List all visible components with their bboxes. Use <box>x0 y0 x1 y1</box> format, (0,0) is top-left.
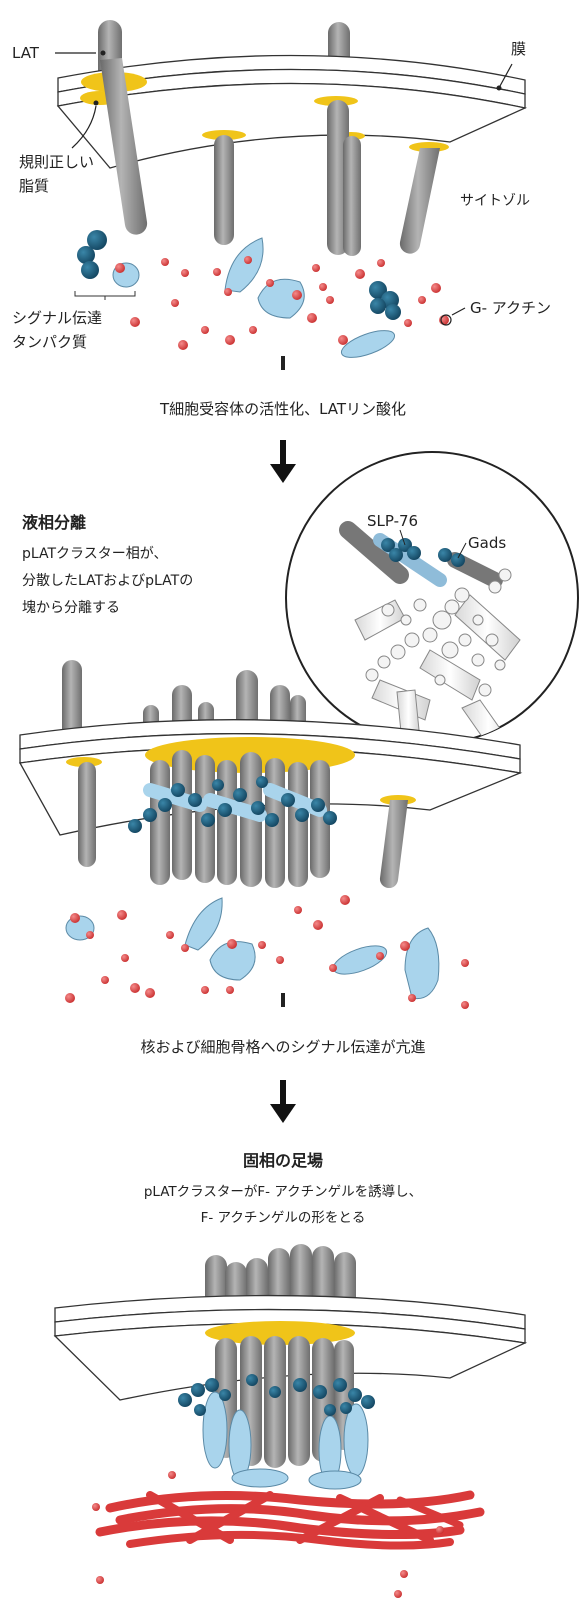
panel-solid-scaffold: 固相の足場 pLATクラスターがF- アクチンゲルを誘導し、 F- アクチンゲル… <box>53 1151 528 1598</box>
slp76-label: SLP-76 <box>367 512 418 530</box>
g-actin-label: G- アクチン <box>470 299 551 317</box>
ordered-lipid-label-2: 脂質 <box>19 177 49 195</box>
down-arrow-1 <box>270 440 296 483</box>
panel-resting: LAT 膜 規則正しい 脂質 サイトゾル シグナル伝達 タンパク質 G- アクチ… <box>12 20 551 358</box>
solid-scaffold-title: 固相の足場 <box>243 1151 323 1170</box>
labels-panel-1: LAT 膜 規則正しい 脂質 サイトゾル シグナル伝達 タンパク質 G- アクチ… <box>12 40 551 351</box>
phase-separation-line-2: 分散したLATおよびpLATの <box>22 573 193 589</box>
signaling-step-text: 核および細胞骨格へのシグナル伝達が亢進 <box>140 1038 425 1056</box>
phase-separation-line-3: 塊から分離する <box>22 599 120 616</box>
bound-signaling-proteins <box>128 776 337 833</box>
g-actin-dots-2 <box>65 895 469 1009</box>
gads-label: Gads <box>468 534 506 552</box>
signaling-protein-label-1: シグナル伝達 <box>12 309 102 327</box>
membrane-label: 膜 <box>511 40 526 58</box>
activation-step-text: T細胞受容体の活性化、LATリン酸化 <box>159 400 406 418</box>
g-actin-dots-1 <box>130 256 449 350</box>
ordered-lipid-label-1: 規則正しい <box>19 153 94 171</box>
solid-scaffold-line-2: F- アクチンゲルの形をとる <box>201 1210 366 1226</box>
panel-phase-separation: 液相分離 pLATクラスター相が、 分散したLATおよびpLATの 塊から分離す… <box>18 451 579 1009</box>
signaling-proteins-1 <box>77 230 401 358</box>
cytosol-label: サイトゾル <box>460 193 530 209</box>
phase-separation-line-1: pLATクラスター相が、 <box>22 546 168 562</box>
g-actin-dots-3 <box>92 1471 444 1598</box>
inset-molecular-view: SLP-76 Gads <box>285 451 579 745</box>
lat-rods-lower <box>100 58 440 256</box>
phase-separation-title: 液相分離 <box>22 513 86 532</box>
lat-label: LAT <box>12 44 40 62</box>
solid-scaffold-line-1: pLATクラスターがF- アクチンゲルを誘導し、 <box>144 1184 422 1200</box>
tick-mark-1 <box>281 356 285 370</box>
f-actin-gel <box>95 1490 485 1550</box>
scaffold-signaling-proteins <box>178 1374 375 1490</box>
tick-mark-2 <box>281 993 285 1007</box>
signaling-protein-label-2: タンパク質 <box>12 333 87 351</box>
down-arrow-2 <box>270 1080 296 1123</box>
